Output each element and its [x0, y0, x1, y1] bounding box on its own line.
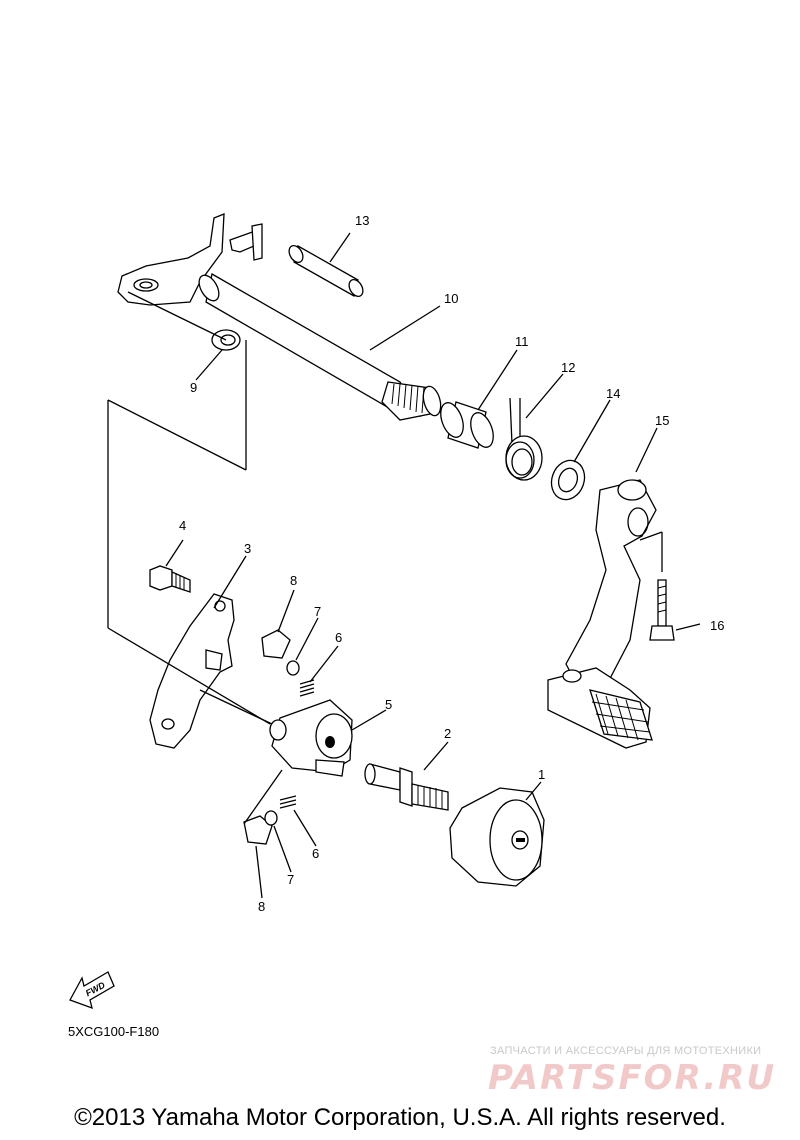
watermark-logo: PARTSFOR.RU [488, 1058, 777, 1098]
callout-4: 4 [179, 518, 186, 533]
callout-3: 3 [244, 541, 251, 556]
shift-pedal [547, 479, 657, 749]
callout-6-lower: 6 [312, 846, 319, 861]
copyright-notice: ©2013 Yamaha Motor Corporation, U.S.A. A… [74, 1104, 726, 1131]
callout-8-upper: 8 [290, 573, 297, 588]
torsion-spring [505, 397, 543, 481]
shift-shaft [117, 213, 442, 421]
segment-bolt [364, 763, 449, 811]
callout-5: 5 [385, 697, 392, 712]
callout-10: 10 [444, 291, 458, 306]
callout-14: 14 [606, 386, 620, 401]
pin-upper [286, 660, 300, 676]
callout-labels: 1 2 3 4 5 6 6 7 7 8 8 9 10 11 12 13 14 1… [179, 213, 724, 914]
callout-9: 9 [190, 380, 197, 395]
callout-2: 2 [444, 726, 451, 741]
bolt-4 [149, 565, 191, 593]
callout-11: 11 [515, 334, 529, 349]
pedal-bolt [649, 579, 675, 641]
callout-7-upper: 7 [314, 604, 321, 619]
dowel-pin [288, 244, 364, 298]
callout-7-lower: 7 [287, 872, 294, 887]
callout-1: 1 [538, 767, 545, 782]
oil-seal-14 [550, 459, 586, 501]
callout-16: 16 [710, 618, 724, 633]
watermark-tagline: ЗАПЧАСТИ И АКСЕССУАРЫ ДЛЯ МОТОТЕХНИКИ [490, 1045, 762, 1057]
callout-12: 12 [561, 360, 575, 375]
callout-8-lower: 8 [258, 899, 265, 914]
pin-lower [264, 810, 278, 826]
shift-guide-plate [149, 593, 235, 749]
spring-lower [279, 795, 297, 809]
callout-13: 13 [355, 213, 369, 228]
diagram-code: 5XCG100-F180 [68, 1024, 160, 1039]
callout-6-upper: 6 [335, 630, 342, 645]
shift-drum-segment [269, 699, 353, 777]
shift-cam-cover [449, 787, 545, 887]
stopper-lower [243, 815, 273, 845]
callout-15: 15 [655, 413, 669, 428]
fwd-arrow-icon: FWD [69, 971, 115, 1010]
stopper-upper [261, 629, 291, 659]
spring-upper [299, 679, 315, 697]
collar [440, 401, 494, 449]
leader-lines [107, 232, 701, 899]
